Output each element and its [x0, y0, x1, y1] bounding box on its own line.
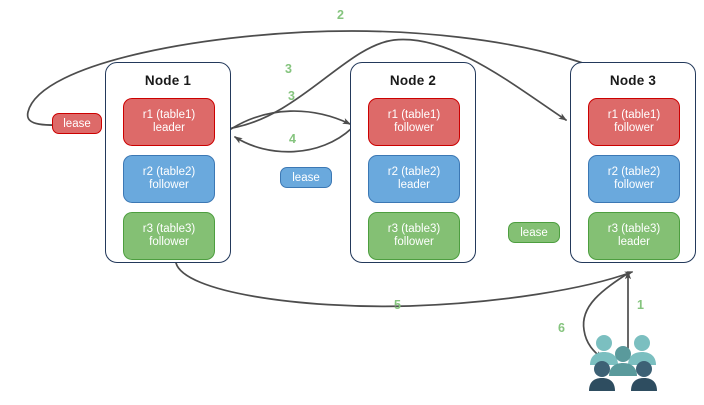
node-1-replica-r2-role: follower [149, 179, 189, 191]
node-1-replica-r3-role: follower [149, 236, 189, 248]
users-front-row [594, 361, 652, 377]
users-group-icon [589, 335, 657, 391]
arrow-step-6 [582, 271, 631, 359]
node-3-replica-r3-name: r3 (table3) [607, 222, 661, 235]
node-3-replica-r3[interactable]: r3 (table3) leader [588, 212, 680, 260]
node-3-replica-r2-role: follower [614, 179, 654, 191]
node-3-replica-r1[interactable]: r1 (table1) follower [588, 98, 680, 146]
node-1-replica-r2-name: r2 (table2) [142, 165, 196, 178]
step-label-4: 4 [289, 132, 296, 146]
node-1-replica-r1-name: r1 (table1) [142, 108, 196, 121]
users-back-row [590, 335, 656, 365]
node-3-replica-r1-role: follower [614, 122, 654, 134]
node-2[interactable]: Node 2 r1 (table1) follower r2 (table2) … [350, 62, 476, 263]
arrow-step-3-upper [231, 38, 567, 129]
node-2-replica-r1-role: follower [394, 122, 434, 134]
arrow-step-4 [233, 127, 353, 153]
node-2-replica-r3[interactable]: r3 (table3) follower [368, 212, 460, 260]
node-1-replica-r2[interactable]: r2 (table2) follower [123, 155, 215, 203]
step-label-2: 2 [337, 8, 344, 22]
node-3-replica-r1-name: r1 (table1) [607, 108, 661, 121]
node-2-replica-r1-name: r1 (table1) [387, 108, 441, 121]
node-2-replica-r2-name: r2 (table2) [387, 165, 441, 178]
lease-badge-green[interactable]: lease [508, 222, 560, 243]
lease-badge-red[interactable]: lease [52, 113, 102, 134]
users-front-row-bodies [589, 378, 657, 391]
node-3-replica-r2-name: r2 (table2) [607, 165, 661, 178]
arrow-step-3-lower [230, 110, 352, 130]
node-2-title: Node 2 [389, 73, 437, 88]
arrow-step-5 [175, 262, 634, 308]
node-1-title: Node 1 [144, 73, 192, 88]
step-label-3b: 3 [288, 89, 295, 103]
node-2-replica-r3-role: follower [394, 236, 434, 248]
node-3-replica-r2[interactable]: r2 (table2) follower [588, 155, 680, 203]
step-label-6: 6 [558, 321, 565, 335]
node-2-replica-r2-role: leader [398, 179, 430, 191]
step-label-5: 5 [394, 298, 401, 312]
node-1[interactable]: Node 1 r1 (table1) leader r2 (table2) fo… [105, 62, 231, 263]
node-1-replica-r1-role: leader [153, 122, 185, 134]
users-middle-person [609, 346, 637, 376]
lease-badge-blue[interactable]: lease [280, 167, 332, 188]
node-1-replica-r3[interactable]: r3 (table3) follower [123, 212, 215, 260]
node-3-title: Node 3 [609, 73, 657, 88]
step-label-1: 1 [637, 298, 644, 312]
node-1-replica-r3-name: r3 (table3) [142, 222, 196, 235]
node-2-replica-r2[interactable]: r2 (table2) leader [368, 155, 460, 203]
node-2-replica-r1[interactable]: r1 (table1) follower [368, 98, 460, 146]
node-1-replica-r1[interactable]: r1 (table1) leader [123, 98, 215, 146]
step-label-3a: 3 [285, 62, 292, 76]
node-3[interactable]: Node 3 r1 (table1) follower r2 (table2) … [570, 62, 696, 263]
node-3-replica-r3-role: leader [618, 236, 650, 248]
node-2-replica-r3-name: r3 (table3) [387, 222, 441, 235]
